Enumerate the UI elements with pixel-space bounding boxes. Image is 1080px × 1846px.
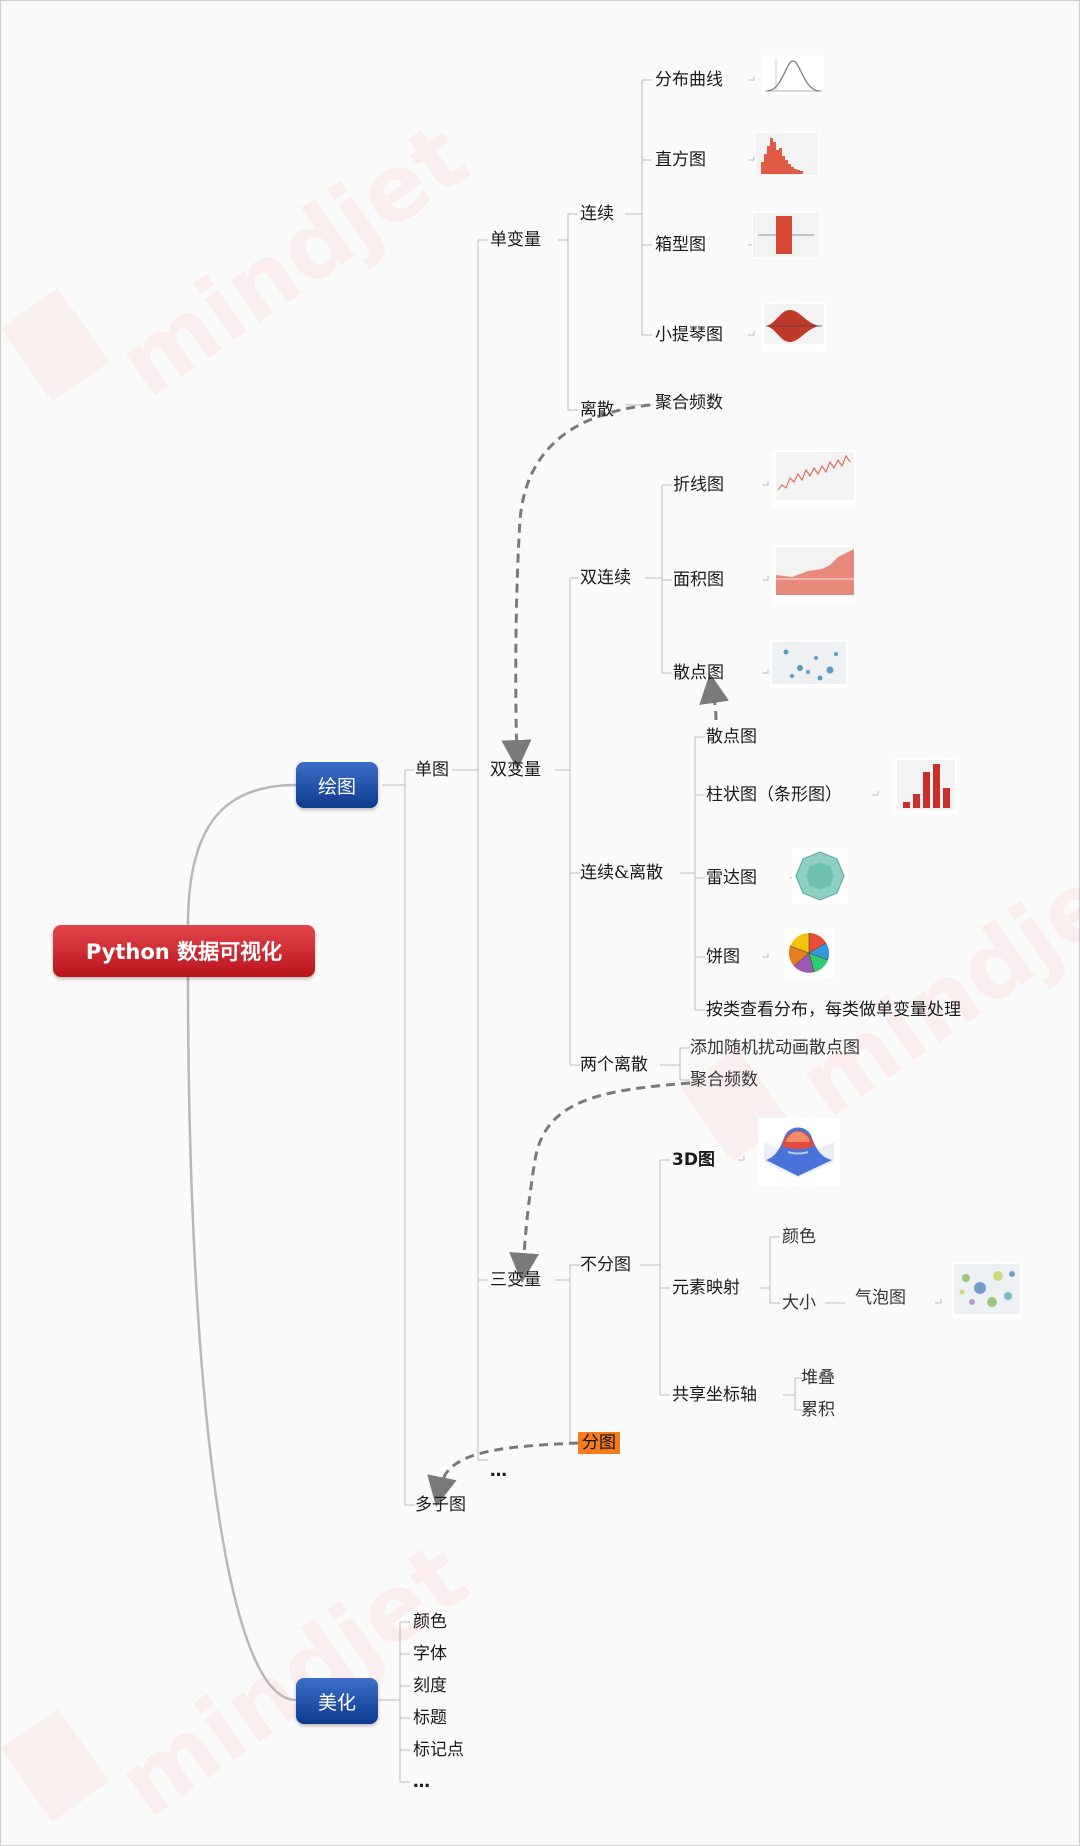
node-scatter-chart[interactable]: 散点图: [673, 663, 724, 683]
dashed-arrow-scatter: [699, 673, 729, 721]
bubble-chart-thumbnail: [952, 1262, 1022, 1318]
boxplot-thumbnail: [752, 212, 820, 258]
beautify-item[interactable]: 标题: [413, 1708, 447, 1728]
root-node[interactable]: Python 数据可视化: [53, 925, 315, 977]
node-univariate[interactable]: 单变量: [490, 230, 541, 250]
node-no-split[interactable]: 不分图: [580, 1255, 631, 1275]
node-distribution-curve[interactable]: 分布曲线: [655, 70, 723, 90]
node-pie-chart[interactable]: 饼图: [706, 947, 740, 967]
dashed-arrow-aggregation-2: [509, 1081, 691, 1283]
beautify-item[interactable]: 颜色: [413, 1612, 447, 1632]
beautify-item[interactable]: 字体: [413, 1644, 447, 1664]
node-shared-axis[interactable]: 共享坐标轴: [672, 1385, 757, 1405]
node-radar-chart[interactable]: 雷达图: [706, 868, 757, 888]
node-boxplot[interactable]: 箱型图: [655, 235, 706, 255]
node-continuous[interactable]: 连续: [580, 204, 614, 224]
node-area-chart[interactable]: 面积图: [673, 570, 724, 590]
node-discrete[interactable]: 离散: [580, 400, 614, 420]
node-bar-chart[interactable]: 柱状图（条形图）: [706, 785, 842, 805]
node-aggregate-frequency-2[interactable]: 聚合频数: [690, 1070, 758, 1090]
bar-chart-thumbnail: [893, 758, 957, 814]
beautify-item[interactable]: …: [413, 1772, 430, 1792]
node-3d-chart[interactable]: 3D图: [672, 1150, 715, 1170]
node-double-continuous[interactable]: 双连续: [580, 568, 631, 588]
node-color[interactable]: 颜色: [782, 1227, 816, 1247]
node-histogram[interactable]: 直方图: [655, 150, 706, 170]
node-per-category[interactable]: 按类查看分布，每类做单变量处理: [706, 1000, 961, 1020]
line-chart-thumbnail: [772, 450, 856, 508]
radar-chart-thumbnail: [792, 848, 848, 904]
node-element-mapping[interactable]: 元素映射: [672, 1278, 740, 1298]
node-ellipsis[interactable]: …: [490, 1461, 507, 1481]
node-accumulate[interactable]: 累积: [801, 1400, 835, 1420]
node-multi-subplot[interactable]: 多子图: [415, 1495, 466, 1515]
node-two-discrete[interactable]: 两个离散: [580, 1055, 648, 1075]
violin-thumbnail: [762, 302, 826, 352]
scatter-chart-thumbnail: [770, 640, 848, 688]
dashed-arrow-split: [427, 1441, 579, 1507]
pie-chart-thumbnail: [784, 928, 834, 978]
node-stack[interactable]: 堆叠: [801, 1368, 835, 1388]
node-aggregate-frequency[interactable]: 聚合频数: [655, 393, 723, 413]
area-chart-thumbnail: [772, 545, 856, 603]
node-split[interactable]: 分图: [578, 1432, 620, 1454]
node-scatter[interactable]: 散点图: [706, 727, 757, 747]
distribution-curve-thumbnail: [762, 55, 824, 95]
node-trivariate[interactable]: 三变量: [490, 1270, 541, 1290]
node-violin[interactable]: 小提琴图: [655, 325, 723, 345]
branch-draw-curve: [186, 783, 297, 926]
beautify-item[interactable]: 刻度: [413, 1676, 447, 1696]
node-single-plot[interactable]: 单图: [415, 760, 449, 780]
node-line-chart[interactable]: 折线图: [673, 475, 724, 495]
node-jitter-scatter[interactable]: 添加随机扰动画散点图: [690, 1038, 860, 1058]
beautify-item[interactable]: 标记点: [413, 1740, 464, 1760]
branch-beautify[interactable]: 美化: [296, 1678, 378, 1724]
node-size[interactable]: 大小: [782, 1293, 816, 1313]
node-bivariate[interactable]: 双变量: [490, 760, 541, 780]
node-bubble-chart[interactable]: 气泡图: [855, 1288, 906, 1308]
node-continuous-discrete[interactable]: 连续&离散: [580, 863, 664, 883]
dashed-arrow-aggregation: [501, 403, 651, 770]
histogram-thumbnail: [755, 132, 819, 176]
branch-beautify-curve: [186, 976, 297, 1702]
3d-surface-thumbnail: [758, 1118, 840, 1186]
branch-draw[interactable]: 绘图: [296, 762, 378, 808]
